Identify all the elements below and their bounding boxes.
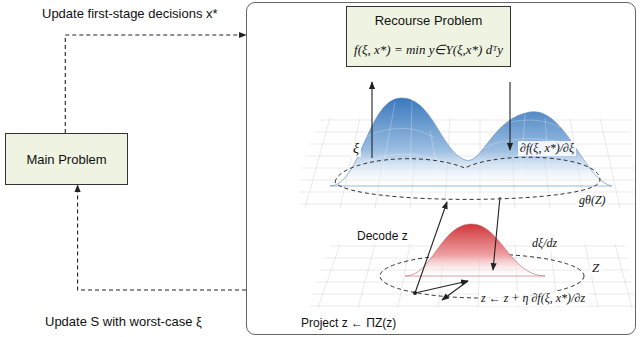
math-label: z ← z + η ∂f(ξ, x*)/∂z <box>479 291 587 306</box>
math-label: dξ/dz <box>530 236 559 251</box>
math-label: Z <box>590 260 601 276</box>
process-box: Main Problem <box>5 133 128 185</box>
dashed-arrow <box>78 185 246 290</box>
illustration-arrows <box>372 82 510 300</box>
math-label: ∂f(ξ, x*)/∂ξ <box>518 141 576 156</box>
box-title: Recourse Problem <box>375 13 483 28</box>
edge-label: Update first-stage decisions x* <box>42 6 218 21</box>
surface-mesh <box>350 100 580 184</box>
latent-point <box>413 291 417 295</box>
subproblem-panel: ξ ∂f(ξ, x*)/∂ξ gθ(Z) Decode z dξ/dzZz ← z + … <box>246 2 636 335</box>
formula: f(ξ, x*) = min y∈Y(ξ,x*) dᵀy <box>354 42 503 58</box>
edge-label: Update S with worst-case ξ <box>45 314 202 329</box>
dashed-arrow <box>65 35 246 133</box>
math-label: Project z ← ΠZ(z) <box>299 316 398 330</box>
image-boundary <box>335 157 600 199</box>
latent-density <box>405 224 545 276</box>
math-label: Decode z <box>355 229 410 243</box>
box-title: Main Problem <box>26 152 106 167</box>
process-box: Recourse Problem f(ξ, x*) = min y∈Y(ξ,x*)… <box>346 6 511 67</box>
math-label: gθ(Z) <box>577 193 608 208</box>
math-label: ξ <box>351 141 361 157</box>
